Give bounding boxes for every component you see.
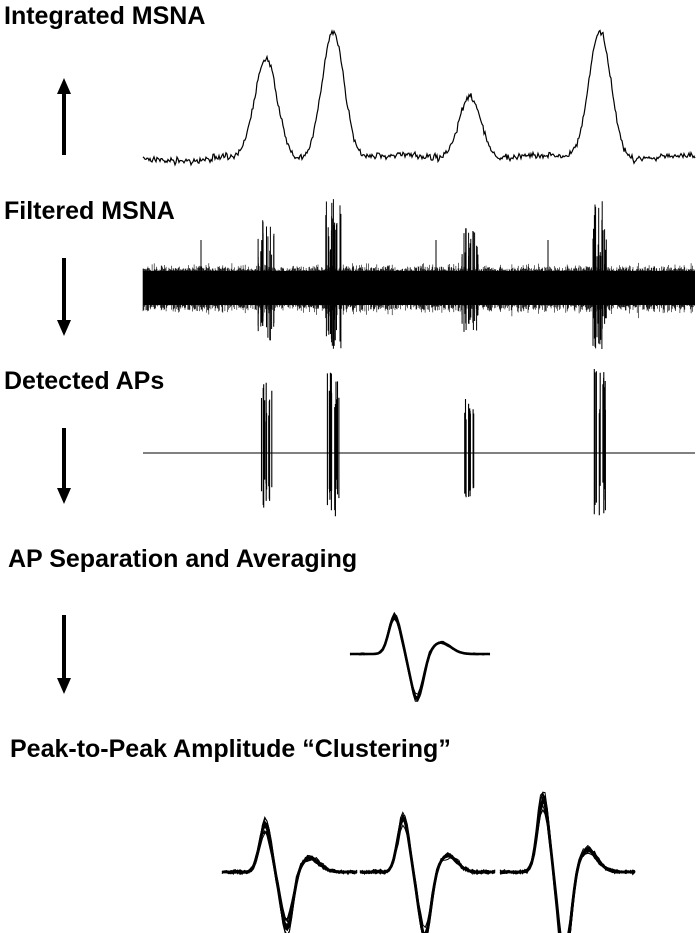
cluster-1-trace-9 [221, 831, 358, 920]
filtered-spikes-burst-3 [461, 228, 479, 332]
cluster-3-trace-7 [499, 793, 636, 933]
integrated-msna-line [142, 29, 696, 167]
arrow-down-filtered [57, 258, 71, 336]
detected-spikes-burst-4 [593, 369, 606, 516]
filtered-spikes-burst-2 [325, 199, 342, 349]
cluster-3-trace-3 [499, 791, 636, 933]
cluster-1 [221, 816, 358, 933]
avg-trace-4 [349, 617, 491, 698]
cluster-2 [359, 811, 496, 933]
stage-label-filtered-msna: Filtered MSNA [4, 197, 175, 225]
cluster-2-trace-6 [359, 817, 496, 933]
cluster-2-trace-0 [359, 816, 496, 933]
filtered-spikes-burst-4 [592, 201, 607, 349]
cluster-3-trace-8 [499, 791, 636, 933]
cluster-3-trace-10 [499, 800, 636, 933]
cluster-3-trace-1 [499, 801, 636, 933]
cluster-2-trace-1 [359, 824, 496, 929]
cluster-1-trace-3 [221, 829, 358, 922]
stage-label-integrated-msna: Integrated MSNA [4, 2, 206, 30]
avg-mean-trace [350, 614, 490, 701]
arrow-up-integrated [57, 78, 71, 155]
cluster-1-trace-5 [221, 830, 358, 922]
cluster-waveforms [221, 791, 636, 933]
filtered-spikes-burst-1 [257, 220, 275, 341]
cluster-3-mean [500, 796, 635, 933]
avg-trace-0 [349, 616, 491, 699]
cluster-3-trace-2 [499, 800, 636, 933]
integrated-msna-trace [142, 29, 696, 167]
detected-spikes-burst-2 [326, 372, 340, 517]
cluster-2-trace-2 [359, 816, 496, 933]
cluster-2-trace-11 [359, 817, 496, 933]
stage-label-detected-aps: Detected APs [4, 367, 165, 395]
stage-label-clustering: Peak-to-Peak Amplitude “Clustering” [10, 735, 451, 763]
avg-trace-1 [349, 617, 491, 696]
cluster-2-trace-9 [359, 817, 496, 933]
cluster-3 [499, 791, 636, 933]
cluster-3-trace-11 [499, 796, 636, 933]
filtered-noise-jitter [142, 262, 695, 319]
cluster-1-trace-1 [221, 829, 358, 923]
cluster-3-trace-0 [499, 796, 636, 933]
detected-spikes-burst-1 [260, 382, 273, 508]
arrow-down-detected [57, 428, 71, 504]
detected-spikes-burst-3 [464, 399, 475, 498]
detected-aps-trace [143, 369, 695, 517]
averaged-ap-waveform [349, 611, 491, 702]
stage-label-ap-separation: AP Separation and Averaging [8, 545, 358, 573]
arrow-down-separation [57, 615, 71, 694]
cluster-1-mean [222, 822, 357, 930]
cluster-2-mean [360, 816, 495, 933]
filtered-msna-trace [142, 199, 695, 349]
cluster-3-trace-4 [499, 794, 636, 933]
cluster-2-trace-10 [360, 819, 496, 933]
